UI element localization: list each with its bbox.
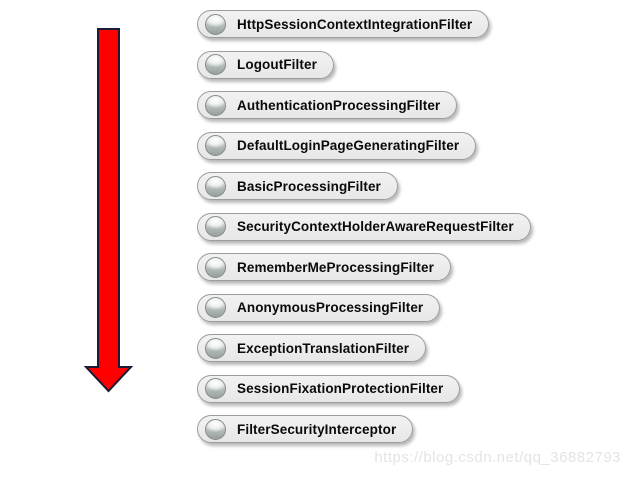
filter-name: DefaultLoginPageGeneratingFilter xyxy=(237,138,460,153)
filter-row: SessionFixationProtectionFilter xyxy=(197,374,531,405)
filter-pill: BasicProcessingFilter xyxy=(197,172,398,200)
filter-row: SecurityContextHolderAwareRequestFilter xyxy=(197,212,531,243)
filter-pill: AuthenticationProcessingFilter xyxy=(197,91,458,119)
watermark-url: https://blog.csdn.net/qq_36882793 xyxy=(374,449,621,466)
sphere-icon xyxy=(205,378,226,399)
sphere-icon xyxy=(205,54,226,75)
filter-row: ExceptionTranslationFilter xyxy=(197,334,531,364)
sphere-icon xyxy=(205,256,226,278)
filter-name: HttpSessionContextIntegrationFilter xyxy=(237,16,473,32)
filter-row: RememberMeProcessingFilter xyxy=(197,253,531,283)
filter-list: HttpSessionContextIntegrationFilter Logo… xyxy=(197,10,531,456)
filter-name: LogoutFilter xyxy=(237,57,317,72)
filter-name: ExceptionTranslationFilter xyxy=(237,340,410,356)
sphere-icon xyxy=(205,175,226,197)
filter-pill: AnonymousProcessingFilter xyxy=(197,293,441,322)
filter-row: DefaultLoginPageGeneratingFilter xyxy=(197,131,531,162)
filter-pill: HttpSessionContextIntegrationFilter xyxy=(197,10,490,38)
filter-name: AnonymousProcessingFilter xyxy=(237,300,424,315)
filter-row: AnonymousProcessingFilter xyxy=(197,293,531,324)
filter-name: RememberMeProcessingFilter xyxy=(237,259,434,275)
filter-name: SecurityContextHolderAwareRequestFilter xyxy=(237,219,514,234)
filter-row: LogoutFilter xyxy=(197,50,531,81)
filter-pill: LogoutFilter xyxy=(197,50,334,79)
sphere-icon xyxy=(205,337,226,359)
sphere-icon xyxy=(205,13,226,35)
filter-pill: DefaultLoginPageGeneratingFilter xyxy=(197,131,477,160)
filter-name: FilterSecurityInterceptor xyxy=(237,421,397,437)
filter-pill: ExceptionTranslationFilter xyxy=(197,334,427,362)
sphere-icon xyxy=(205,418,226,440)
flow-down-arrow xyxy=(78,24,140,396)
sphere-icon xyxy=(205,94,226,116)
filter-pill: RememberMeProcessingFilter xyxy=(197,253,451,281)
filter-name: SessionFixationProtectionFilter xyxy=(237,381,444,396)
filter-pill: SessionFixationProtectionFilter xyxy=(197,374,461,403)
filter-row: AuthenticationProcessingFilter xyxy=(197,91,531,121)
sphere-icon xyxy=(205,135,226,156)
filter-row: BasicProcessingFilter xyxy=(197,172,531,202)
filter-row: HttpSessionContextIntegrationFilter xyxy=(197,10,531,40)
sphere-icon xyxy=(205,216,226,237)
filter-pill: SecurityContextHolderAwareRequestFilter xyxy=(197,212,531,241)
filter-row: FilterSecurityInterceptor xyxy=(197,415,531,445)
filter-name: AuthenticationProcessingFilter xyxy=(237,97,441,113)
filter-name: BasicProcessingFilter xyxy=(237,178,381,194)
sphere-icon xyxy=(205,297,226,318)
filter-pill: FilterSecurityInterceptor xyxy=(197,415,414,443)
down-arrow-icon xyxy=(83,28,134,393)
